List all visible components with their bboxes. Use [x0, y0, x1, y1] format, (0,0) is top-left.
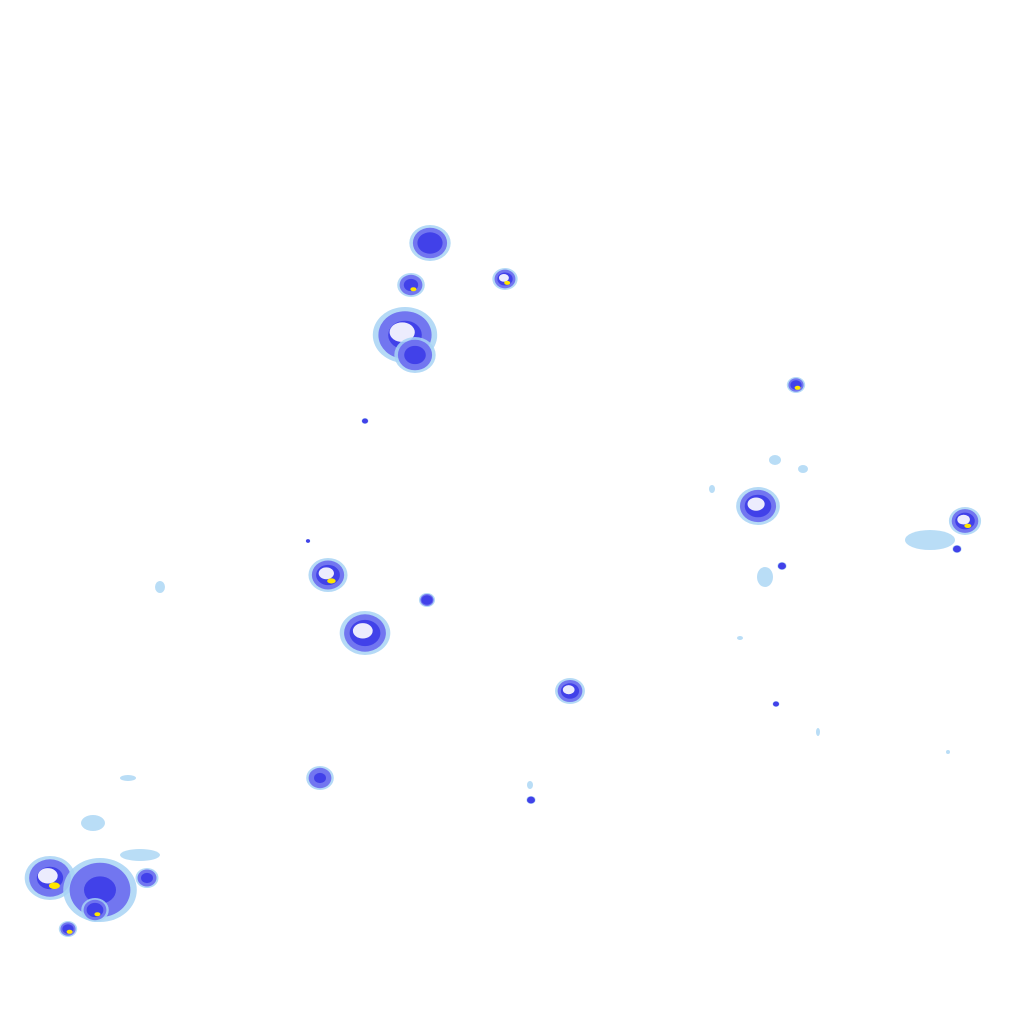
precip-cell-core	[417, 232, 443, 254]
precip-cell-core	[84, 876, 116, 904]
precip-cell-gap	[498, 274, 509, 282]
precip-cell-core	[953, 545, 961, 553]
heavy-rain-core	[504, 280, 511, 285]
light-precip-area	[120, 775, 136, 781]
precip-cell-gap	[352, 623, 373, 639]
precip-cell-core	[421, 595, 433, 605]
heavy-rain-core	[327, 578, 336, 584]
precip-cell-core	[314, 772, 326, 784]
precip-cell-core	[362, 418, 368, 424]
precip-cell-gap	[389, 322, 415, 343]
precip-cell-core	[141, 872, 153, 884]
light-precip-area	[81, 815, 105, 831]
light-precip-area	[737, 636, 743, 640]
precip-cell-core	[778, 562, 786, 570]
light-precip-area	[798, 465, 808, 473]
precip-cell-core	[773, 701, 779, 707]
light-precip-area	[120, 849, 160, 861]
precip-cell-gap	[37, 868, 58, 884]
precip-cell-core	[306, 539, 310, 543]
heavy-rain-core	[94, 912, 101, 917]
heavy-rain-core	[410, 287, 417, 292]
heavy-rain-core	[964, 523, 972, 529]
light-precip-area	[816, 728, 820, 736]
heavy-rain-core	[66, 929, 73, 934]
precip-cell-gap	[318, 567, 334, 580]
light-precip-area	[527, 781, 533, 789]
light-precip-area	[946, 750, 950, 754]
precip-cell-gap	[957, 514, 970, 525]
light-precip-area	[905, 530, 955, 550]
light-precip-area	[757, 567, 773, 587]
light-precip-area	[769, 455, 781, 465]
precip-cell-gap	[747, 497, 765, 511]
precip-cell-core	[404, 345, 426, 365]
light-precip-area	[709, 485, 715, 493]
light-precip-area	[155, 581, 165, 593]
precip-cell-core	[527, 796, 535, 804]
precip-cell-gap	[562, 685, 575, 695]
heavy-rain-core	[48, 882, 60, 889]
heavy-rain-core	[794, 385, 801, 390]
